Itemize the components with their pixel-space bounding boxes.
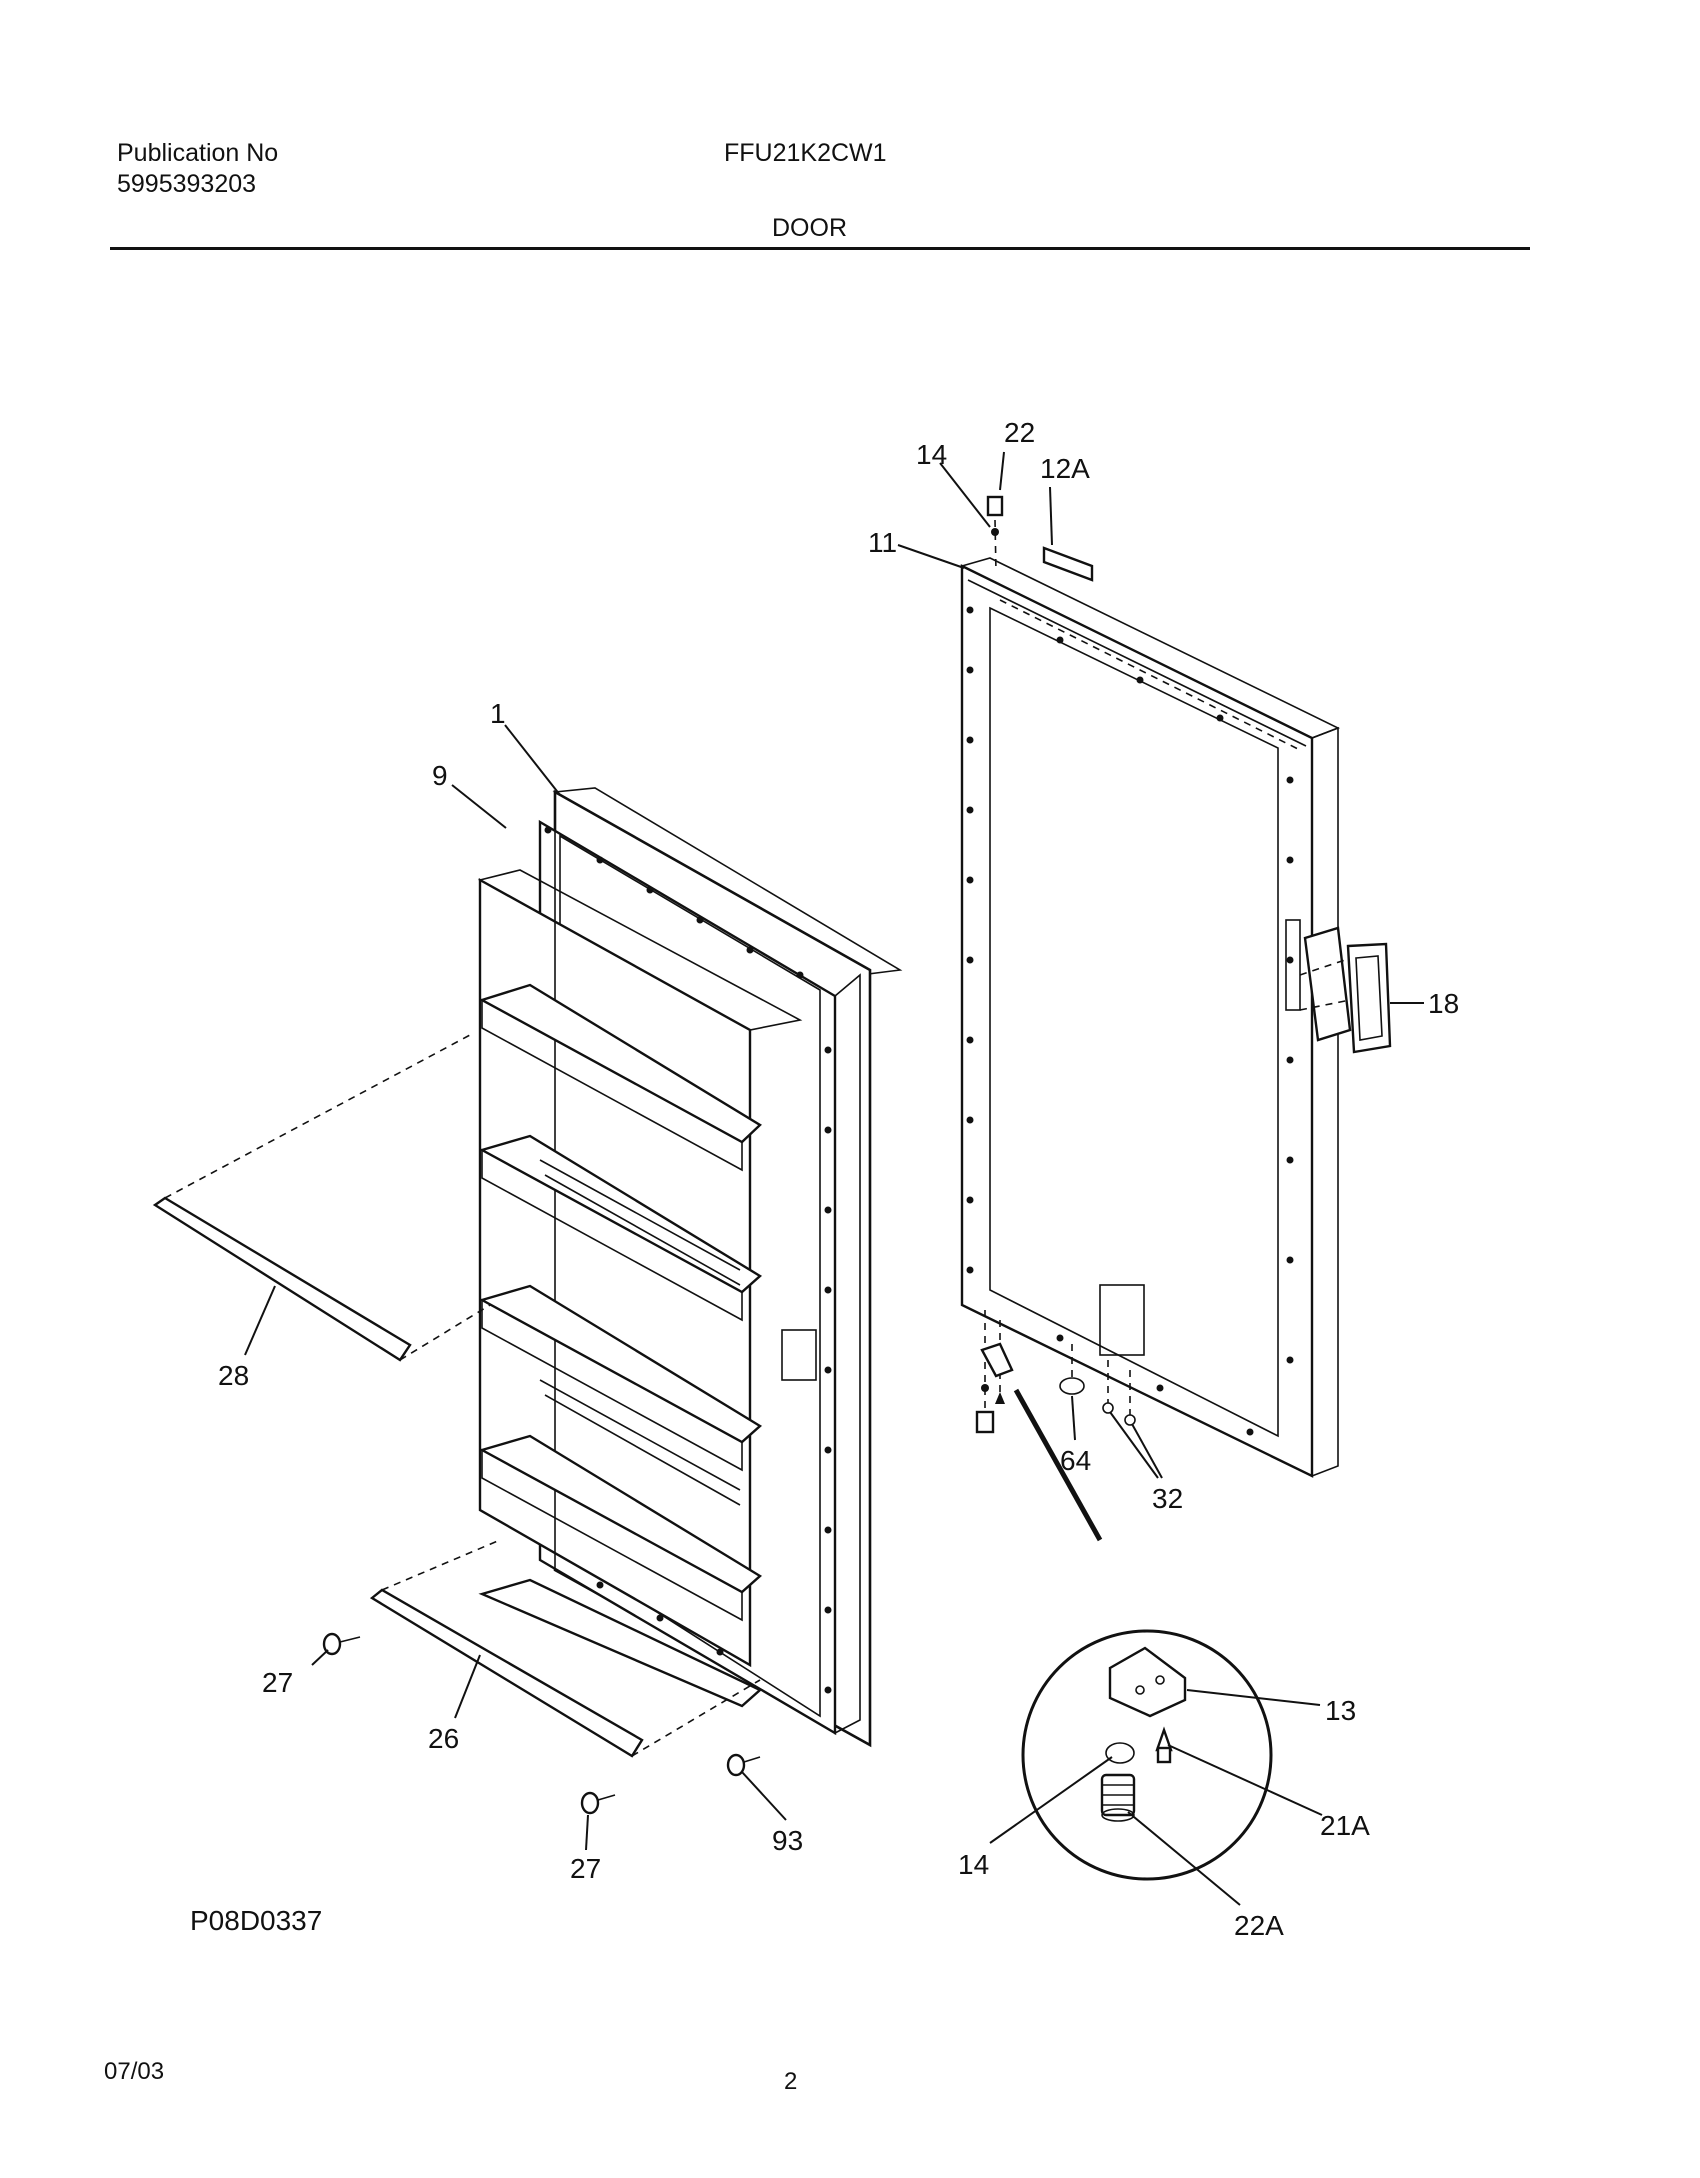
- callout-12a: 12A: [1040, 453, 1090, 484]
- callout-22a: 22A: [1234, 1910, 1284, 1941]
- door-handle: [1299, 926, 1392, 1054]
- callout-21a: 21A: [1320, 1810, 1370, 1841]
- callout-18: 18: [1428, 988, 1459, 1019]
- callout-13: 13: [1325, 1695, 1356, 1726]
- callout-11: 11: [868, 527, 897, 558]
- shelf-fasteners: [322, 1632, 761, 1815]
- label-plate: [1042, 546, 1094, 582]
- callout-64: 64: [1060, 1445, 1091, 1476]
- outer-door-panel: [959, 557, 1341, 1478]
- callout-14-detail: 14: [958, 1849, 989, 1880]
- door-shelves: [478, 983, 763, 1708]
- bottom-hinge-parts: [975, 1310, 1136, 1542]
- inner-door-liner: [477, 787, 903, 1748]
- header-rule: [110, 247, 1530, 250]
- callout-1: 1: [490, 698, 506, 729]
- panel-screw-holes: [966, 606, 1294, 1436]
- callout-22: 22: [1004, 417, 1035, 448]
- model-number: FFU21K2CW1: [724, 139, 887, 167]
- callout-14-top: 14: [916, 439, 947, 470]
- liner-screw-holes: [544, 826, 832, 1694]
- callout-27-left: 27: [262, 1667, 293, 1698]
- publication-number: 5995393203: [117, 170, 257, 198]
- shelf-rail-lower: [369, 1539, 761, 1758]
- shelf-rail-upper: [152, 1034, 491, 1362]
- top-hinge-screw: [986, 495, 1004, 573]
- diagram-code: P08D0337: [190, 1905, 323, 1936]
- section-title: DOOR: [772, 214, 847, 242]
- callout-28: 28: [218, 1360, 249, 1391]
- callout-9: 9: [432, 760, 448, 791]
- callout-32: 32: [1152, 1483, 1183, 1514]
- footer-date: 07/03: [104, 2058, 165, 2085]
- publication-label: Publication No: [117, 139, 279, 167]
- page-number: 2: [784, 2068, 798, 2095]
- callout-27-bottom: 27: [570, 1853, 601, 1884]
- hinge-detail-magnifier: [1021, 1629, 1273, 1881]
- callout-93: 93: [772, 1825, 803, 1856]
- callout-26: 26: [428, 1723, 459, 1754]
